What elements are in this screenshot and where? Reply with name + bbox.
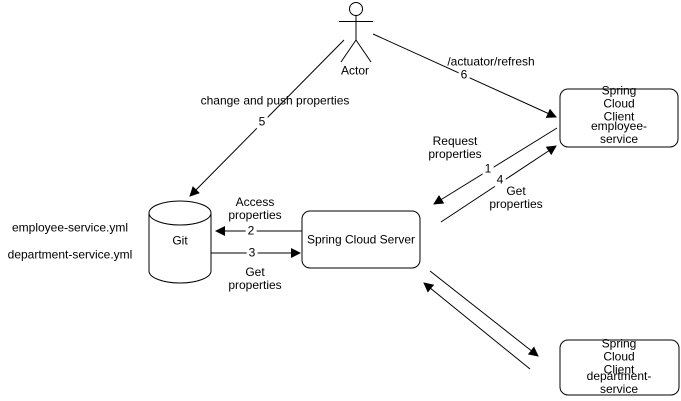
file-employee-service-yml: employee-service.yml (11, 220, 129, 235)
git-label: Git (172, 233, 188, 248)
client-department-subtitle: department-service (586, 369, 652, 396)
actor-label: Actor (340, 63, 370, 78)
edge-number-4: 4 (494, 172, 506, 187)
edge-label-get-properties-left: Get properties (228, 265, 282, 292)
edge-label-get-properties-right: Get properties (489, 184, 543, 211)
edge-request-properties-1 (433, 127, 558, 205)
actor-left-leg (340, 39, 357, 63)
actor-right-leg (355, 39, 372, 63)
edge-department-to-server (423, 282, 531, 370)
client-department-title: Spring Cloud Client (601, 336, 637, 377)
file-department-service-yml: department-service.yml (7, 247, 133, 262)
edge-label-access-properties: Access properties (228, 195, 282, 222)
edge-number-5: 5 (256, 114, 268, 129)
actor-head (349, 2, 363, 16)
edge-number-1: 1 (482, 161, 494, 176)
server-box (301, 210, 421, 269)
edge-number-6: 6 (458, 67, 470, 82)
edge-label-request-properties: Request properties (428, 134, 482, 161)
edge-number-2: 2 (245, 223, 257, 238)
git-cylinder (148, 200, 212, 284)
server-label: Spring Cloud Server (306, 232, 416, 247)
client-employee-box (559, 88, 679, 148)
edge-label-actuator-refresh: /actuator/refresh (447, 54, 535, 69)
actor-figure (339, 2, 373, 63)
edge-number-3: 3 (246, 245, 258, 260)
edge-label-change-and-push: change and push properties (200, 93, 350, 108)
edge-server-to-department (429, 270, 539, 357)
client-employee-title: Spring Cloud Client (601, 83, 637, 124)
client-department-box (559, 339, 680, 396)
client-employee-subtitle: employee-service (590, 119, 648, 146)
